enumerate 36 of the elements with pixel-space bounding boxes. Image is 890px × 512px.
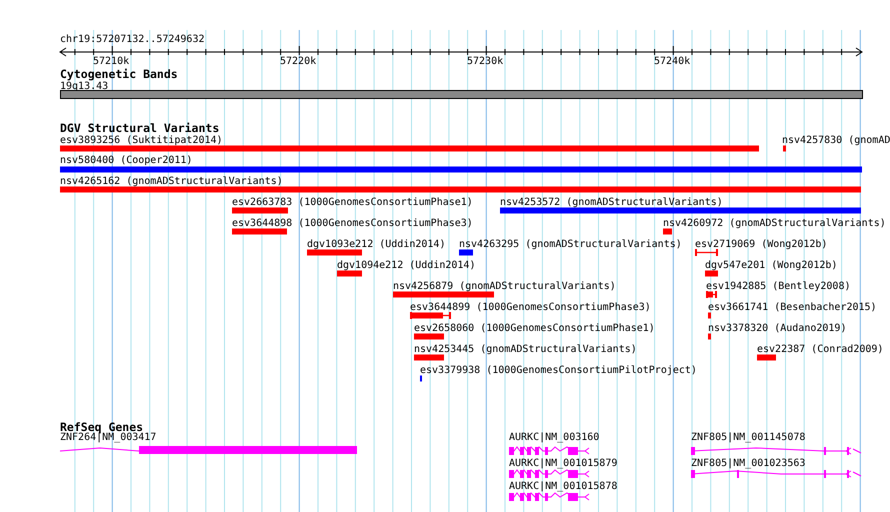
variant-label: nsv4253572 (gnomADStructuralVariants) [500, 197, 723, 209]
variant-label: esv2658060 (1000GenomesConsortiumPhase1) [414, 323, 655, 335]
ruler-tick-label: 57220k [280, 56, 316, 68]
ruler-tick-label: 57210k [93, 56, 130, 68]
band-label: 19q13.43 [60, 81, 108, 93]
ruler-tick-label: 57230k [467, 56, 504, 68]
gene-label: AURKC|NM_001015878 [509, 481, 618, 493]
track-title: RefSeq Genes [60, 421, 144, 433]
variant-label: esv22387 (Conrad2009) [757, 344, 884, 356]
gene-label: ZNF264|NM_003417 [60, 432, 156, 444]
track-title: DGV Structural Variants [60, 122, 220, 134]
coordinate-range-label: chr19:57207132..57249632 [60, 34, 204, 46]
ruler-tick-label: 57240k [654, 56, 690, 68]
gene-label: ZNF805|NM_001023563 [691, 458, 806, 470]
gene-label: ZNF805|NM_001145078 [691, 432, 806, 444]
variant-label: nsv4265162 (gnomADStructuralVariants) [60, 176, 283, 188]
variant-label: dgv547e201 (Wong2012b) [705, 260, 838, 272]
variant-label: esv3379938 (1000GenomesConsortiumPilotProject) [420, 365, 697, 377]
variant-label: esv3893256 (Suktitipat2014) [60, 135, 223, 147]
variant-label: esv1942885 (Bentley2008) [706, 281, 850, 293]
variant-label: nsv4257830 (gnomAD [782, 135, 890, 147]
variant-label: nsv4256879 (gnomADStructuralVariants) [393, 281, 616, 293]
variant-label: esv3661741 (Besenbacher2015) [708, 302, 877, 314]
variant-label: nsv4263295 (gnomADStructuralVariants) [459, 239, 682, 251]
variant-label: nsv580400 (Cooper2011) [60, 155, 192, 167]
variant-label: dgv1093e212 (Uddin2014) [307, 239, 446, 251]
variant-label: dgv1094e212 (Uddin2014) [337, 260, 476, 272]
variant-label: nsv3378320 (Audano2019) [708, 323, 846, 335]
gene-label: AURKC|NM_001015879 [509, 458, 618, 470]
variant-label: esv3644899 (1000GenomesConsortiumPhase3) [410, 302, 651, 314]
variant-label: nsv4260972 (gnomADStructuralVariants) [663, 218, 886, 230]
variant-label: esv2719069 (Wong2012b) [695, 239, 828, 251]
variant-label: esv2663783 (1000GenomesConsortiumPhase1) [232, 197, 473, 209]
variant-label: nsv4253445 (gnomADStructuralVariants) [414, 344, 637, 356]
variant-label: esv3644898 (1000GenomesConsortiumPhase3) [232, 218, 473, 230]
gene-label: AURKC|NM_003160 [509, 432, 600, 444]
